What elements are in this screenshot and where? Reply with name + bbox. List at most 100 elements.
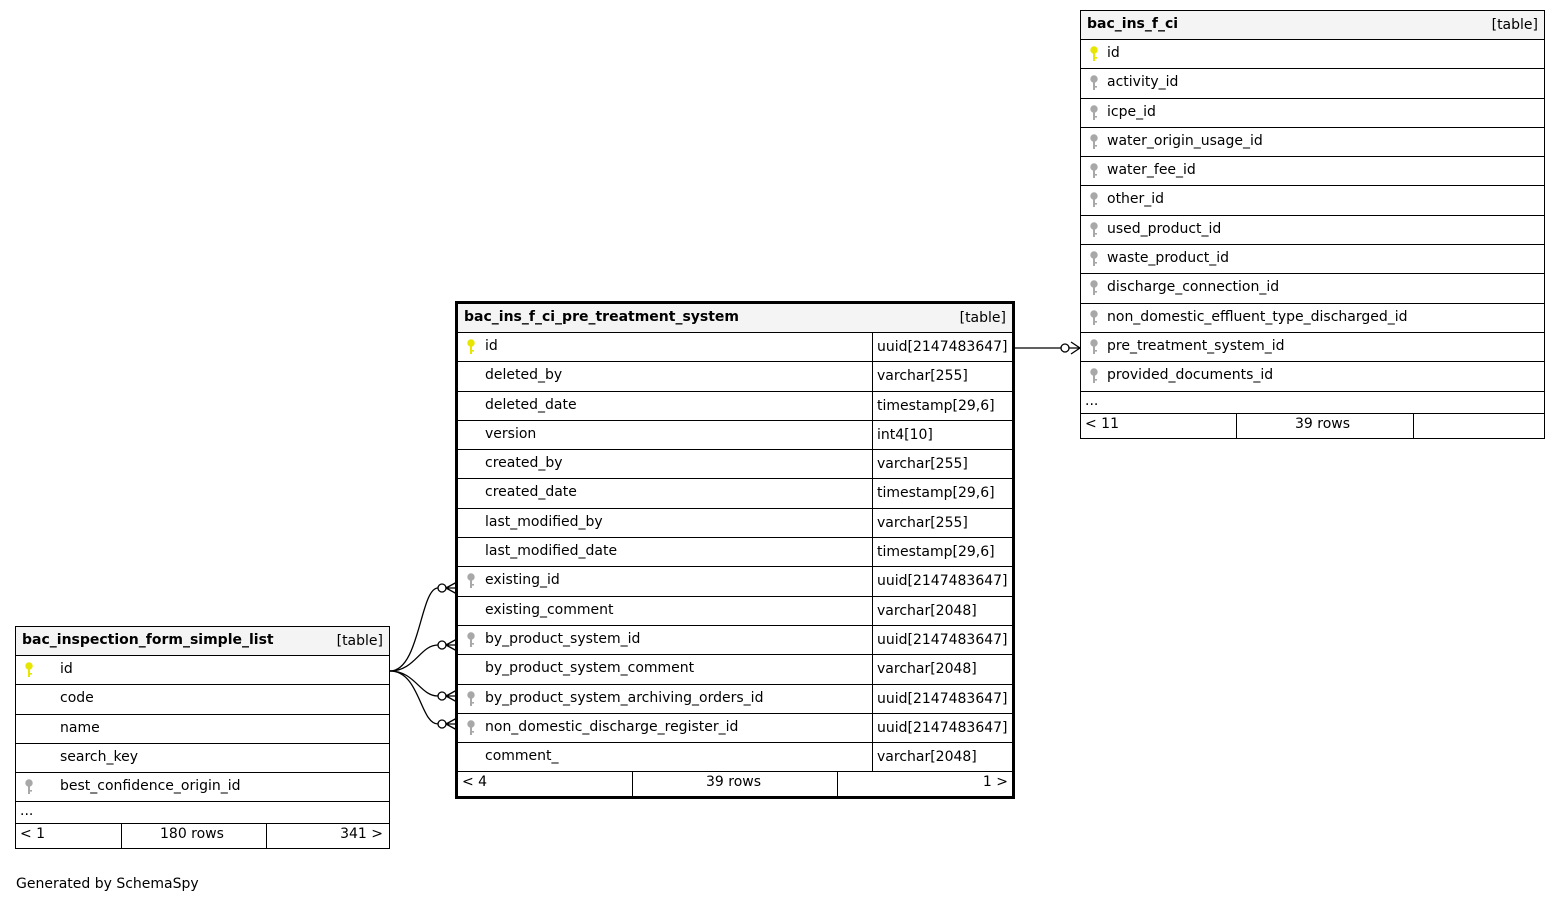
- footer-right[interactable]: 1 >: [982, 774, 1008, 791]
- column-name: version: [485, 425, 537, 442]
- column-type: varchar[255]: [872, 508, 1012, 538]
- column-row[interactable]: last_modified_by varchar[255]: [458, 508, 1012, 539]
- footer-divider: [632, 772, 633, 797]
- column-type: uuid[2147483647]: [872, 567, 1012, 596]
- foreign-key-icon: [1089, 192, 1099, 210]
- relationship-pts-to-ci: [1013, 341, 1081, 355]
- column-type: timestamp[29,6]: [872, 479, 1012, 508]
- column-row[interactable]: water_origin_usage_id: [1081, 128, 1544, 158]
- column-row[interactable]: by_product_system_archiving_orders_id uui…: [458, 684, 1012, 714]
- column-row[interactable]: code: [16, 685, 389, 715]
- column-row[interactable]: version int4[10]: [458, 420, 1012, 451]
- footer-left[interactable]: < 11: [1085, 415, 1119, 432]
- column-row[interactable]: activity_id: [1081, 69, 1544, 99]
- column-name: discharge_connection_id: [1107, 279, 1280, 296]
- footer-right[interactable]: 341 >: [340, 826, 383, 843]
- footer-divider: [266, 824, 267, 849]
- foreign-key-icon: [1089, 339, 1099, 357]
- primary-key-icon: [466, 339, 476, 357]
- column-name: search_key: [60, 748, 139, 765]
- column-row[interactable]: discharge_connection_id: [1081, 274, 1544, 304]
- footer-divider: [121, 824, 122, 849]
- column-row[interactable]: by_product_system_id uuid[2147483647]: [458, 625, 1012, 656]
- table-name: bac_ins_f_ci: [1087, 16, 1179, 32]
- column-type: varchar[2048]: [872, 743, 1012, 772]
- foreign-key-icon: [1089, 251, 1099, 269]
- column-row[interactable]: waste_product_id: [1081, 245, 1544, 275]
- column-type: varchar[2048]: [872, 655, 1012, 684]
- column-name: last_modified_by: [485, 513, 603, 530]
- column-name: other_id: [1107, 191, 1165, 208]
- column-name: by_product_system_archiving_orders_id: [485, 689, 764, 706]
- column-type: varchar[2048]: [872, 596, 1012, 625]
- column-type: uuid[2147483647]: [872, 684, 1012, 713]
- column-name: non_domestic_effluent_type_discharged_id: [1107, 308, 1408, 325]
- foreign-key-icon: [24, 779, 34, 797]
- column-name: by_product_system_id: [485, 630, 641, 647]
- column-row[interactable]: provided_documents_id: [1081, 362, 1544, 392]
- foreign-key-icon: [1089, 163, 1099, 181]
- foreign-key-icon: [1089, 222, 1099, 240]
- column-type: int4[10]: [872, 420, 1012, 450]
- foreign-key-icon: [1089, 134, 1099, 152]
- ellipsis-row: ...: [16, 802, 389, 825]
- table-bac-inspection-form-simple-list[interactable]: bac_inspection_form_simple_list [table] …: [15, 626, 390, 850]
- column-type: uuid[2147483647]: [872, 625, 1012, 655]
- table-header: bac_inspection_form_simple_list [table]: [16, 627, 389, 656]
- column-row[interactable]: icpe_id: [1081, 99, 1544, 128]
- column-name: activity_id: [1107, 74, 1179, 91]
- column-name: non_domestic_discharge_register_id: [485, 718, 739, 735]
- column-row[interactable]: best_confidence_origin_id: [16, 773, 389, 803]
- primary-key-icon: [24, 662, 34, 680]
- column-name: water_fee_id: [1107, 162, 1196, 179]
- column-name: existing_id: [485, 572, 560, 589]
- table-rows: id code name search_key best_confidence_orig…: [16, 656, 389, 803]
- column-name: name: [60, 719, 100, 736]
- table-bac-ins-f-ci-pre-treatment-system[interactable]: bac_ins_f_ci_pre_treatment_system [table…: [455, 301, 1015, 800]
- column-row[interactable]: used_product_id: [1081, 216, 1544, 246]
- column-row[interactable]: non_domestic_effluent_type_discharged_id: [1081, 304, 1544, 333]
- column-row[interactable]: id: [16, 656, 389, 686]
- table-type: [table]: [959, 310, 1006, 326]
- foreign-key-icon: [466, 690, 476, 709]
- foreign-key-icon: [1089, 309, 1099, 328]
- column-type: timestamp[29,6]: [872, 538, 1012, 567]
- column-row[interactable]: deleted_by varchar[255]: [458, 362, 1012, 392]
- column-name: best_confidence_origin_id: [60, 778, 241, 795]
- footer-rows: 39 rows: [1295, 415, 1351, 432]
- column-row[interactable]: name: [16, 715, 389, 744]
- column-row[interactable]: pre_treatment_system_id: [1081, 333, 1544, 363]
- column-row[interactable]: search_key: [16, 744, 389, 774]
- column-type: timestamp[29,6]: [872, 391, 1012, 420]
- column-row[interactable]: comment_varchar[2048]: [458, 743, 1012, 773]
- column-name: deleted_by: [485, 367, 563, 384]
- column-row[interactable]: other_id: [1081, 186, 1544, 216]
- table-name: bac_inspection_form_simple_list: [22, 632, 274, 648]
- footer-left[interactable]: < 1: [20, 826, 46, 843]
- column-type: uuid[2147483647]: [872, 333, 1012, 362]
- footer-left[interactable]: < 4: [462, 774, 488, 791]
- foreign-key-icon: [1089, 75, 1099, 93]
- table-bac-ins-f-ci[interactable]: bac_ins_f_ci [table] id activity_id icpe_i…: [1080, 10, 1545, 439]
- column-row[interactable]: water_fee_id: [1081, 157, 1544, 187]
- column-name: id: [1107, 45, 1120, 61]
- table-header: bac_ins_f_ci [table]: [1081, 11, 1544, 40]
- column-name: waste_product_id: [1107, 250, 1230, 267]
- column-name: water_origin_usage_id: [1107, 132, 1263, 149]
- column-row[interactable]: existing_id uuid[2147483647]: [458, 567, 1012, 597]
- footer-rows: 39 rows: [706, 774, 762, 791]
- column-type: varchar[255]: [872, 362, 1012, 391]
- table-rows: id activity_id icpe_id water_origin_usage_i…: [1081, 40, 1544, 392]
- column-name: pre_treatment_system_id: [1107, 337, 1285, 354]
- foreign-key-icon: [1089, 104, 1099, 123]
- column-name: code: [60, 690, 94, 707]
- column-row[interactable]: id: [1081, 40, 1544, 70]
